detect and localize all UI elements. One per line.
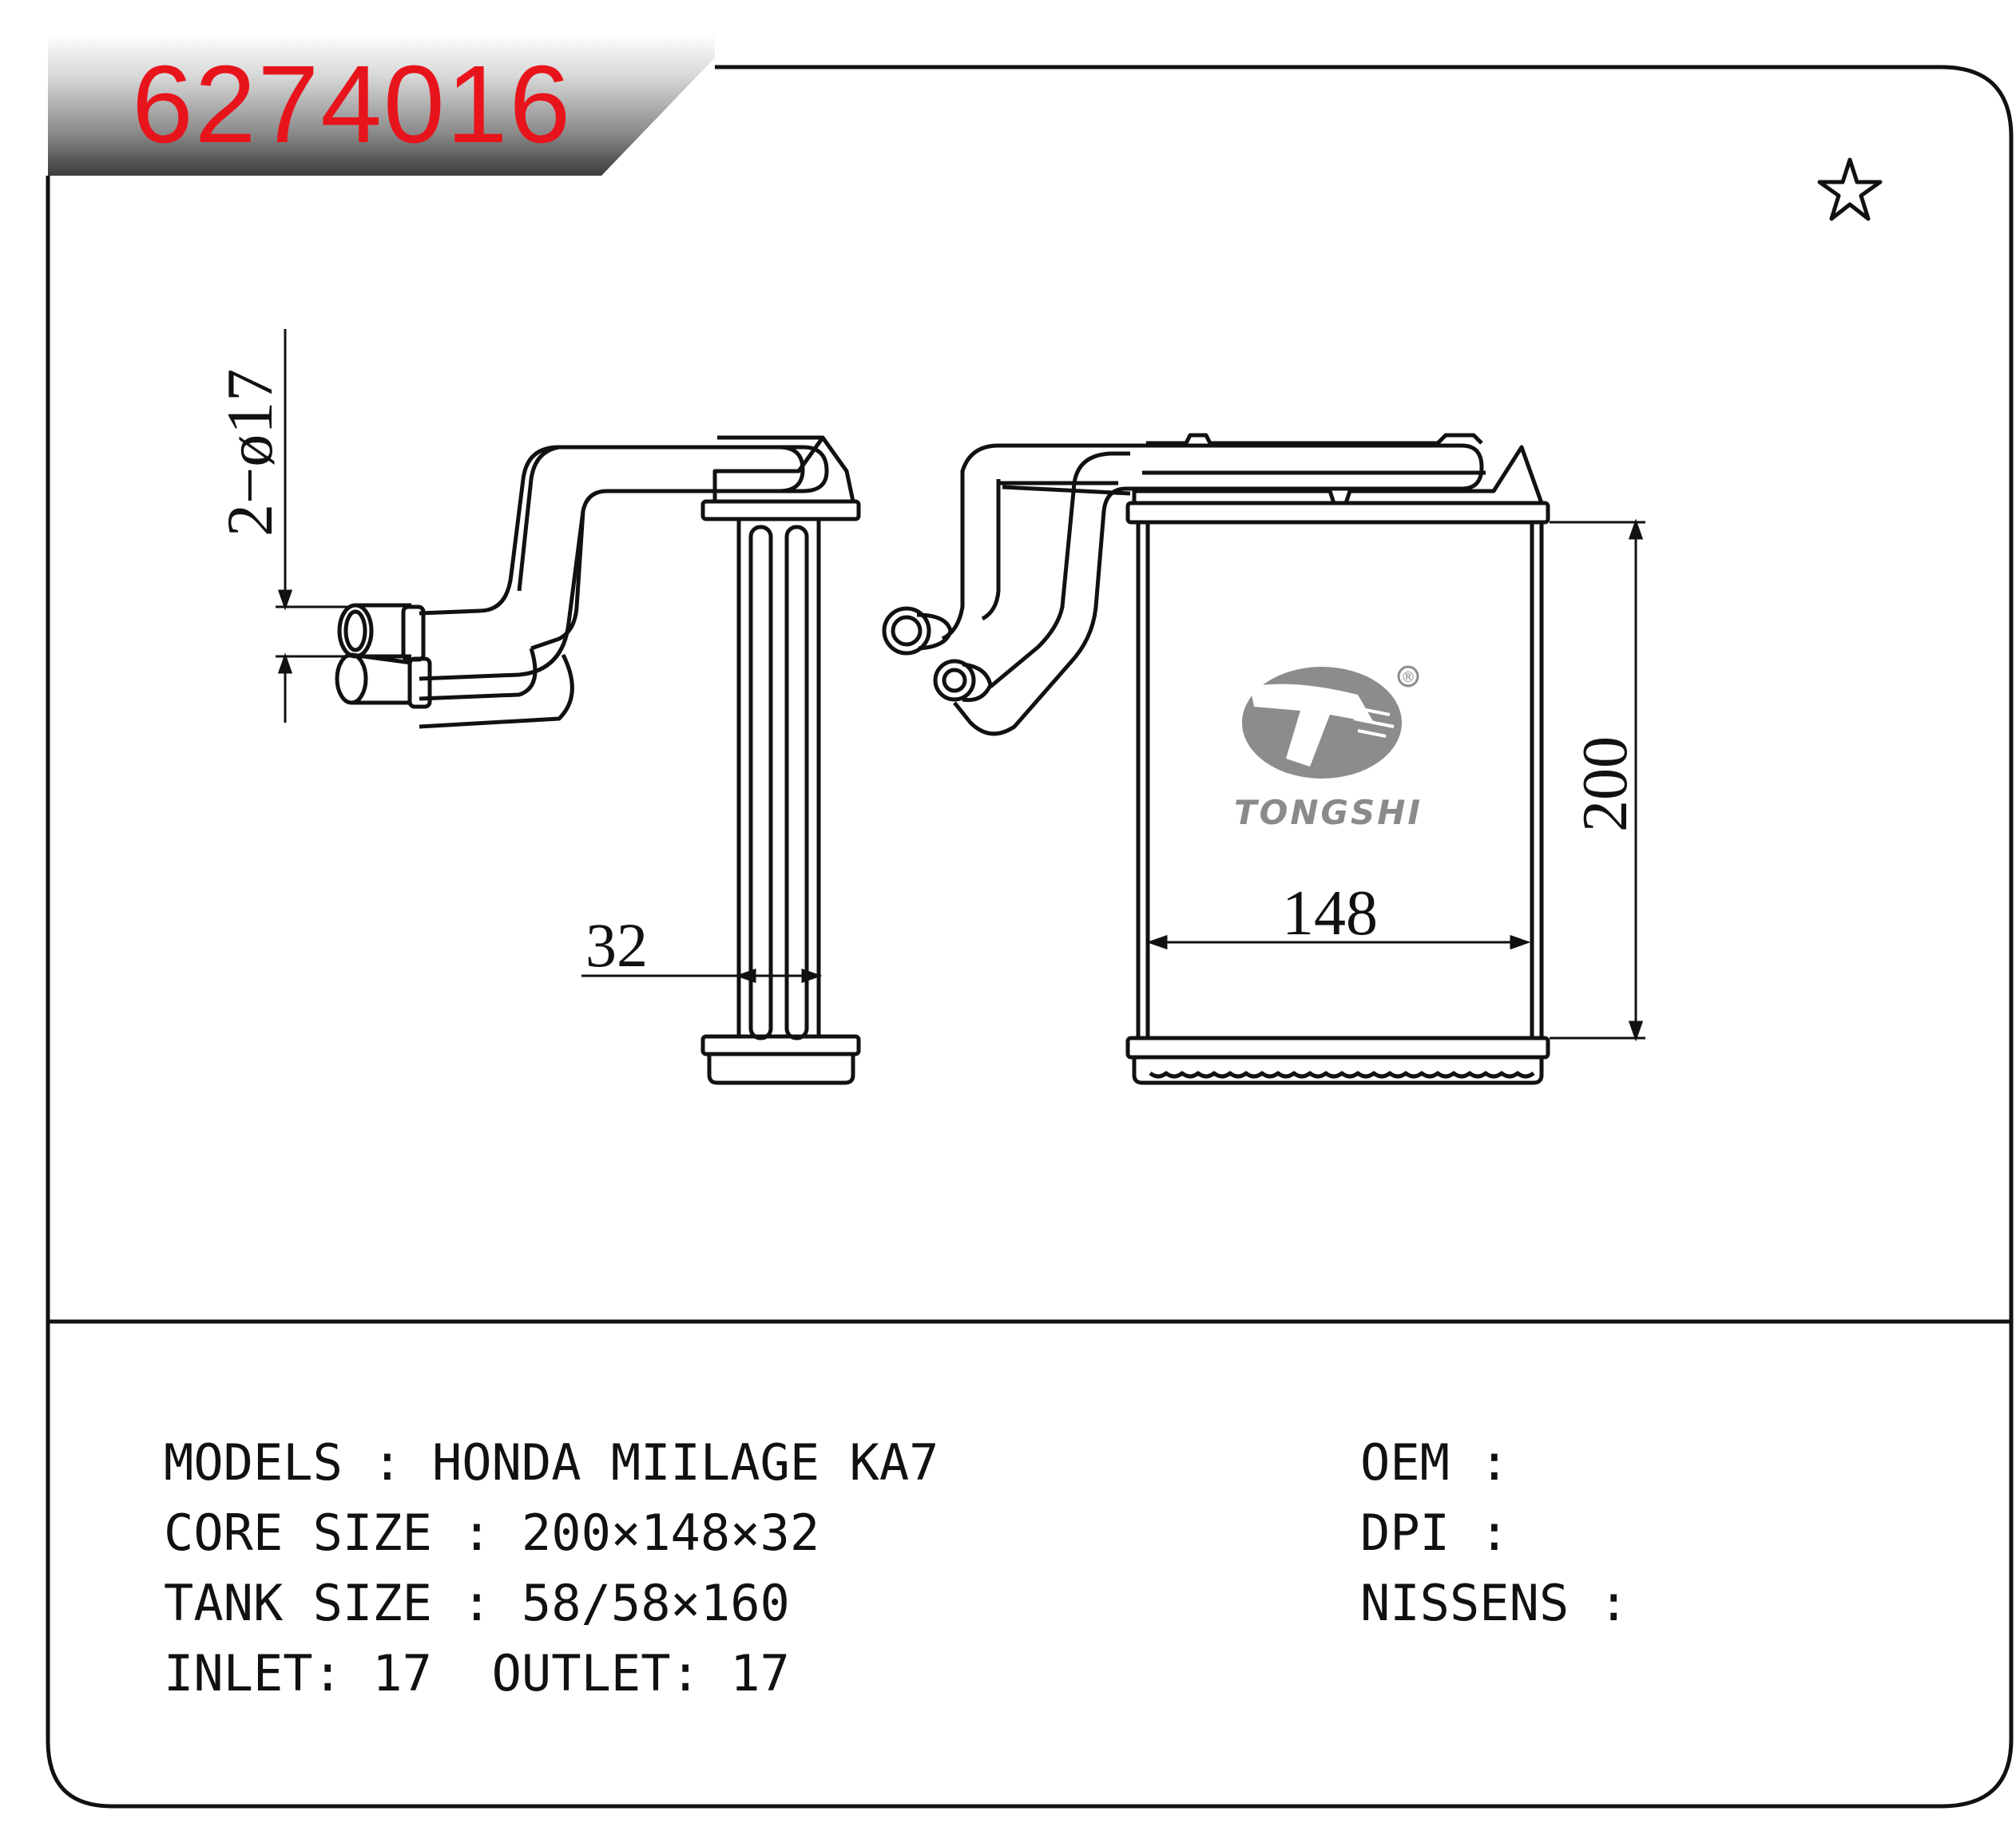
spec-list: MODELS : HONDA MIILAGE KA7 CORE SIZE : 2… [164,1428,939,1709]
frame-border [46,65,2014,1809]
thickness-dimension [581,968,823,984]
registered-mark: ® [1401,669,1415,686]
tongshi-logo-mark: ® [1242,665,1419,779]
front-view-heater [882,433,1550,1085]
part-number-tab [48,34,715,176]
models-line: MODELS : HONDA MIILAGE KA7 [164,1433,939,1492]
width-dimension [1146,934,1531,950]
oem-line: OEM : [1360,1433,1510,1492]
pipe-spec-label: 2−ø17 [213,369,286,537]
part-number: 6274016 [132,43,573,166]
thickness-label: 32 [585,910,648,980]
dpi-line: DPI : [1360,1504,1510,1562]
brand-name: TONGSHI [1234,793,1423,832]
inlet-outlet-line: INLET: 17 OUTLET: 17 [164,1644,790,1702]
reference-list: OEM : DPI : NISSENS : [1360,1428,1629,1639]
tank-size-line: TANK SIZE : 58/58×160 [164,1574,790,1632]
side-view-heater [335,435,861,1085]
nissens-line: NISSENS : [1360,1574,1629,1632]
core-size-line: CORE SIZE : 200×148×32 [164,1504,820,1562]
star-icon [1817,157,1883,221]
height-dimension [1550,518,1645,1042]
height-label: 200 [1570,736,1641,832]
pipe-diameter-dimension [276,329,351,723]
width-label: 148 [1282,878,1378,949]
